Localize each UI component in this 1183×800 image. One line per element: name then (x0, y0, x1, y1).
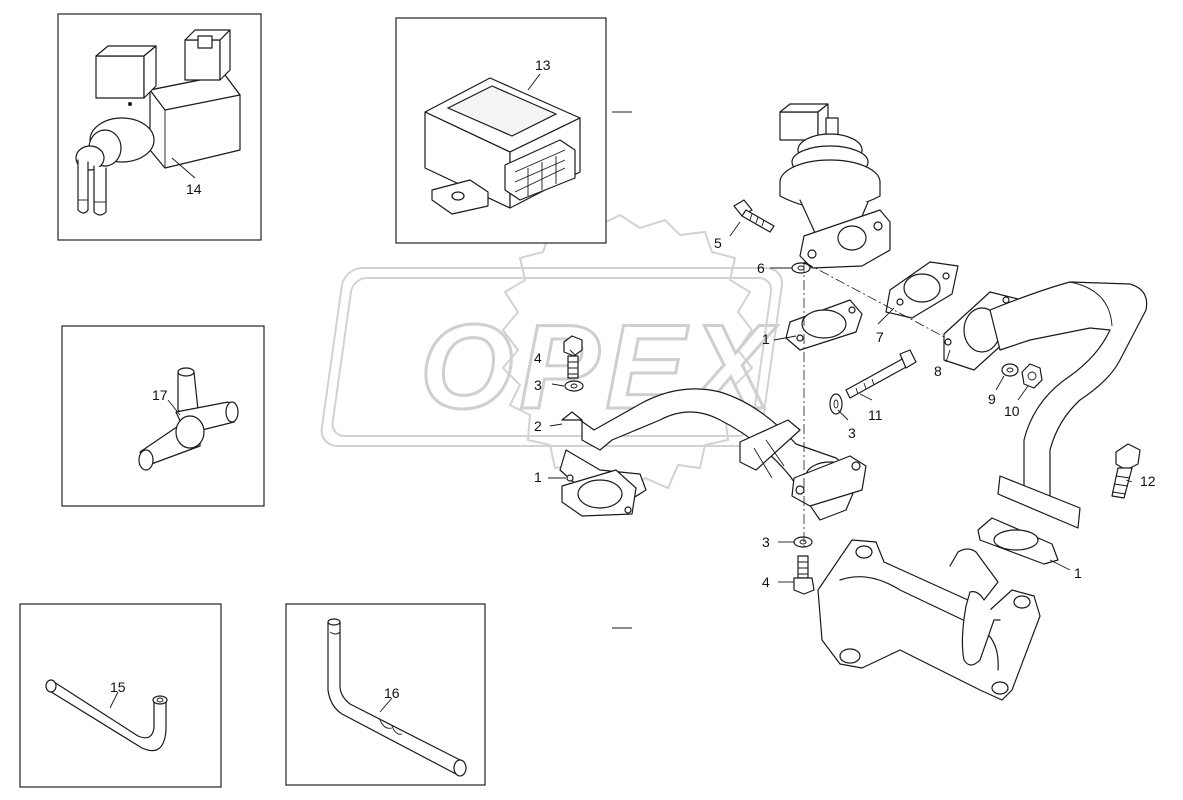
egr-valve-assembly (779, 103, 891, 269)
callout-6: 6 (757, 260, 765, 276)
bolt-part-12 (1111, 443, 1141, 499)
callout-3-right: 3 (848, 425, 856, 441)
assembly-axis-line-2 (803, 261, 951, 341)
leader-lines (109, 73, 1133, 713)
callout-1-upper: 1 (762, 331, 770, 347)
washer-part-3-right (829, 393, 843, 415)
stud-bolt-part-11 (845, 349, 917, 399)
callout-3-upper: 3 (534, 377, 542, 393)
callout-3-lower: 3 (762, 534, 770, 550)
callout-2: 2 (534, 418, 542, 434)
opex-watermark: OPEX (320, 213, 783, 497)
l-hose-part-16 (327, 618, 467, 777)
callout-10: 10 (1004, 403, 1020, 419)
control-unit-part-13 (424, 77, 581, 215)
callout-1-lower-right: 1 (1074, 565, 1082, 581)
gasket-part-1-upper (785, 299, 863, 351)
inset-frame-16 (285, 603, 486, 786)
washer-part-3-lower (793, 536, 813, 548)
gasket-part-1-lower-left (561, 469, 637, 517)
callout-7: 7 (876, 329, 884, 345)
callout-16: 16 (384, 685, 400, 701)
washer-part-9 (1001, 363, 1019, 377)
callout-15: 15 (110, 679, 126, 695)
inset-frame-15 (19, 603, 222, 788)
solenoid-valve-part-14 (75, 29, 241, 216)
bent-tube-part-15 (45, 679, 168, 752)
callout-17: 17 (152, 387, 168, 403)
callout-13: 13 (535, 57, 551, 73)
exhaust-elbow-manifold (817, 539, 1041, 701)
washer-part-6 (791, 262, 811, 274)
bolt-part-4-upper (563, 335, 583, 379)
tee-connector-part-17 (138, 367, 239, 471)
callout-9: 9 (988, 391, 996, 407)
callout-1-lower-left: 1 (534, 469, 542, 485)
washer-part-3-upper-left (564, 380, 584, 392)
gasket-part-7 (885, 261, 959, 319)
callout-11: 11 (868, 407, 883, 423)
bolt-part-5 (733, 199, 775, 233)
callout-14: 14 (186, 181, 202, 197)
callout-8: 8 (934, 363, 942, 379)
callout-12: 12 (1140, 473, 1156, 489)
bolt-part-4-lower (793, 555, 815, 595)
nut-part-10 (1021, 363, 1043, 389)
callout-5: 5 (714, 235, 722, 251)
pipe-part-8 (943, 281, 1148, 529)
callout-4-lower: 4 (762, 574, 770, 590)
gasket-part-1-lower-right (977, 517, 1059, 565)
callout-4-upper: 4 (534, 350, 542, 366)
